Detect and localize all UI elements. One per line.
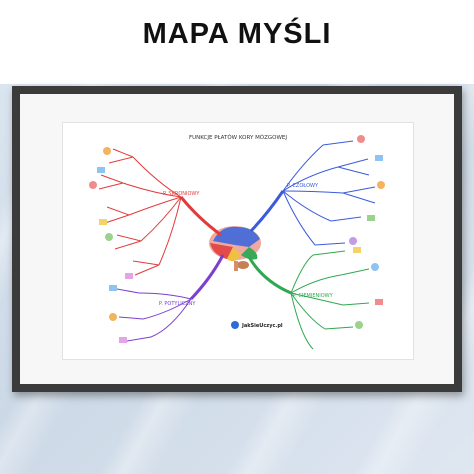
frame-mat: FUNKCJE PŁATÓW KORY MÓZGOWEJ P. — [20, 94, 454, 384]
label-left-top: P. SKRONIOWY — [163, 191, 200, 197]
pictograms — [89, 135, 385, 343]
branch-left-bottom — [189, 254, 225, 301]
header-band: MAPA MYŚLI — [0, 0, 474, 84]
mind-map-poster: FUNKCJE PŁATÓW KORY MÓZGOWEJ P. — [62, 122, 414, 360]
brand-logo-icon — [231, 321, 239, 329]
page-title: MAPA MYŚLI — [142, 18, 332, 50]
poster-title: FUNKCJE PŁATÓW KORY MÓZGOWEJ — [189, 134, 287, 141]
sub-branches-left-bottom — [116, 288, 192, 342]
branch-left-top — [179, 196, 222, 237]
branch-right-bottom — [247, 256, 292, 295]
label-left-bottom: P. POTYLICZNY — [159, 301, 196, 307]
label-right-bottom: P. CIEMIENIOWY — [293, 293, 334, 299]
brain-icon — [209, 226, 261, 271]
picture-frame: FUNKCJE PŁATÓW KORY MÓZGOWEJ P. — [12, 86, 462, 392]
sub-branches-left-top — [98, 148, 182, 276]
sub-branches-right-bottom — [290, 250, 370, 350]
mind-map-svg: FUNKCJE PŁATÓW KORY MÓZGOWEJ P. — [89, 134, 385, 350]
label-right-top: P. CZOŁOWY — [287, 183, 319, 189]
sub-branches-right-top — [282, 140, 376, 246]
branch-right-top — [249, 190, 285, 233]
brand-name: JakSieUczyc.pl — [241, 323, 283, 329]
